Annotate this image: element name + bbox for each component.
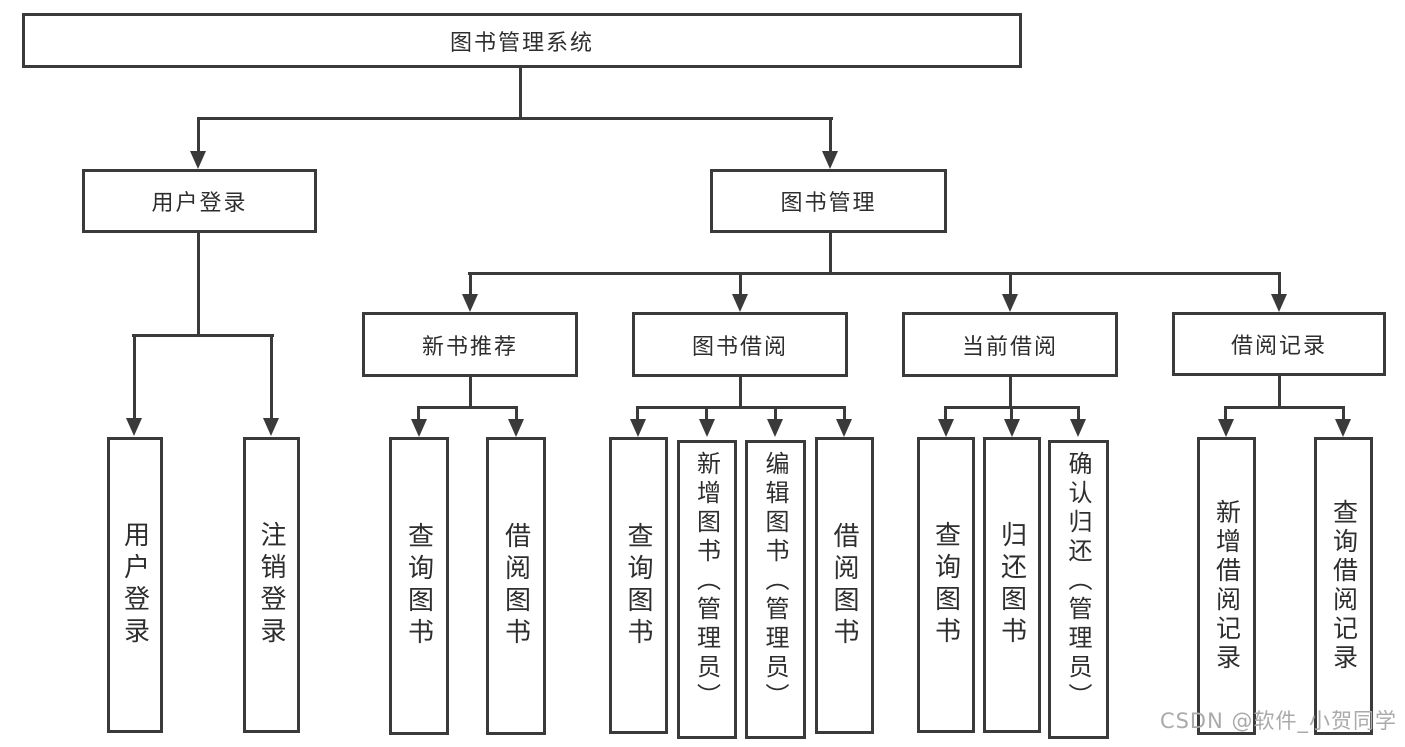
connector-level2-hline xyxy=(468,272,1281,275)
arrowhead-new-book-icon xyxy=(462,294,478,312)
connector-to-book-borrow xyxy=(739,272,742,297)
connector-to-borrow-records xyxy=(1278,272,1281,297)
arrowhead-leaf-icon xyxy=(1004,419,1020,437)
connector-leaf xyxy=(1342,406,1345,421)
leaf-query-books-1: 查询图书 xyxy=(389,437,449,735)
node-borrow-records: 借阅记录 xyxy=(1172,312,1386,376)
arrowhead-leaf-icon xyxy=(1335,419,1351,437)
leaf-add-book-admin: 新增图书（管理员） xyxy=(677,440,737,739)
connector-book-borrow-stem xyxy=(739,375,742,409)
leaf-borrow-books-2: 借阅图书 xyxy=(815,437,874,734)
arrowhead-leaf-icon xyxy=(630,419,646,437)
arrowhead-leaf-logout-icon xyxy=(263,418,279,436)
leaf-logout: 注销登录 xyxy=(243,437,300,733)
connector-root-stem xyxy=(519,66,522,120)
connector-leaf xyxy=(705,406,708,421)
arrowhead-book-borrow-icon xyxy=(732,294,748,312)
arrowhead-book-management-icon xyxy=(822,151,838,169)
connector-to-current-borrow xyxy=(1009,272,1012,297)
arrowhead-leaf-icon xyxy=(767,419,783,437)
connector-to-new-book xyxy=(469,272,472,297)
connector-borrow-records-stem xyxy=(1278,375,1281,409)
leaf-query-borrow-record: 查询借阅记录 xyxy=(1314,437,1373,735)
node-current-borrow: 当前借阅 xyxy=(902,312,1118,377)
node-user-login: 用户登录 xyxy=(82,169,317,233)
connector-book-management-stem xyxy=(829,231,832,275)
connector-current-borrow-stem xyxy=(1009,375,1012,409)
arrowhead-leaf-icon xyxy=(938,419,954,437)
arrowhead-leaf-icon xyxy=(1218,419,1234,437)
arrowhead-user-login-icon xyxy=(190,151,206,169)
leaf-return-book: 归还图书 xyxy=(983,437,1041,733)
leaf-query-books-3: 查询图书 xyxy=(917,437,975,733)
connector-to-book-management xyxy=(829,117,832,153)
connector-leaf xyxy=(636,406,639,421)
connector-borrow-records-hline xyxy=(1224,406,1345,409)
leaf-add-borrow-record: 新增借阅记录 xyxy=(1197,437,1256,735)
leaf-confirm-return-admin: 确认归还（管理员） xyxy=(1048,440,1109,739)
node-book-management: 图书管理 xyxy=(710,169,947,233)
connector-leaf xyxy=(944,406,947,421)
connector-new-book-stem xyxy=(469,375,472,409)
node-root: 图书管理系统 xyxy=(22,13,1022,68)
connector-leaf xyxy=(1077,406,1080,421)
connector-new-book-hline xyxy=(417,406,518,409)
connector-leaf xyxy=(1224,406,1227,421)
connector-level1-hline xyxy=(197,117,833,120)
leaf-query-books-2: 查询图书 xyxy=(609,437,668,734)
connector-to-leaf-user-login xyxy=(133,334,136,420)
connector-leaf xyxy=(417,406,420,421)
node-book-borrow: 图书借阅 xyxy=(632,312,848,377)
arrowhead-leaf-user-login-icon xyxy=(126,418,142,436)
connector-user-login-stem xyxy=(197,231,200,337)
connector-user-login-hline xyxy=(132,334,274,337)
arrowhead-borrow-records-icon xyxy=(1271,294,1287,312)
connector-to-leaf-logout xyxy=(270,334,273,420)
connector-book-borrow-hline xyxy=(636,406,846,409)
connector-to-user-login xyxy=(197,117,200,153)
connector-leaf xyxy=(515,406,518,421)
arrowhead-leaf-icon xyxy=(411,419,427,437)
arrowhead-leaf-icon xyxy=(836,419,852,437)
arrowhead-leaf-icon xyxy=(508,419,524,437)
leaf-borrow-books-1: 借阅图书 xyxy=(486,437,546,735)
connector-leaf xyxy=(1010,406,1013,421)
csdn-watermark: CSDN @软件_小贺同学 xyxy=(1159,709,1397,733)
connector-leaf xyxy=(843,406,846,421)
connector-leaf xyxy=(774,406,777,421)
arrowhead-current-borrow-icon xyxy=(1002,294,1018,312)
node-new-book-recommend: 新书推荐 xyxy=(362,312,578,377)
arrowhead-leaf-icon xyxy=(699,419,715,437)
arrowhead-leaf-icon xyxy=(1070,419,1086,437)
leaf-edit-book-admin: 编辑图书（管理员） xyxy=(745,440,806,739)
leaf-user-login: 用户登录 xyxy=(107,437,163,733)
